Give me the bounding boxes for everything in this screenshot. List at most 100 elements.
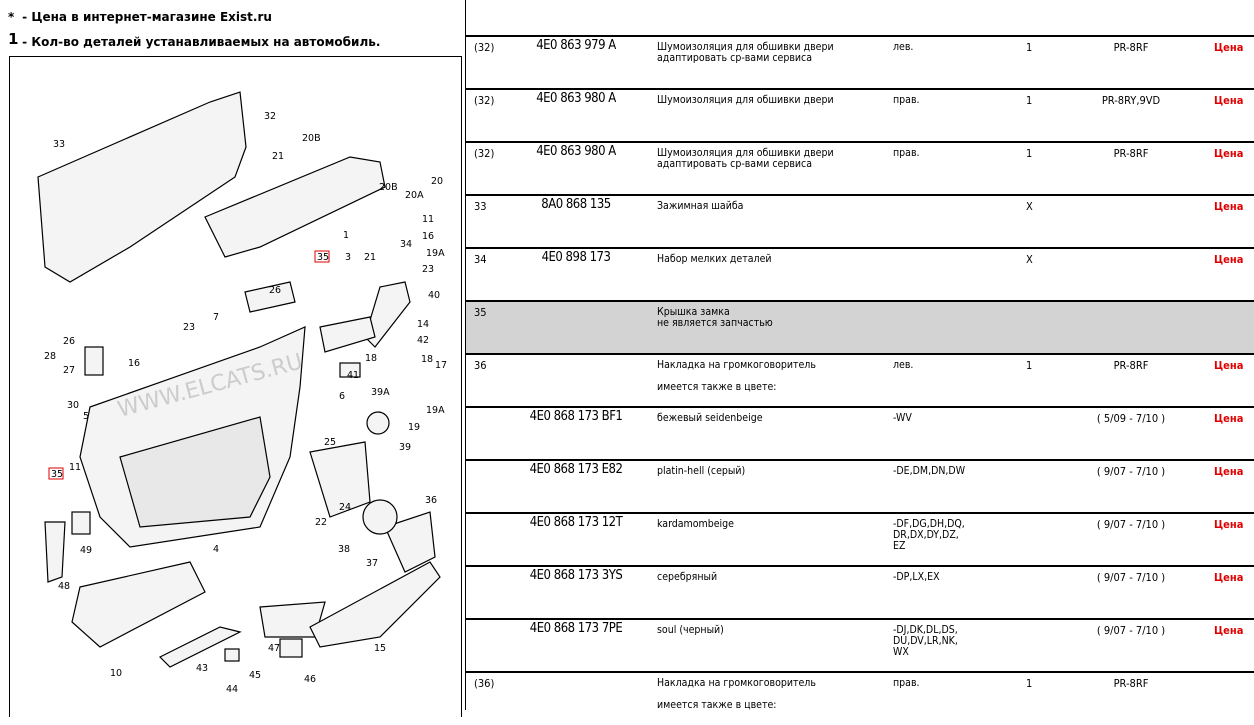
callout-label[interactable]: 14 bbox=[417, 319, 429, 330]
callout-label[interactable]: 21 bbox=[364, 252, 376, 263]
callout-label[interactable]: 11 bbox=[69, 462, 81, 473]
part-number[interactable]: 4E0 863 980 A bbox=[536, 91, 616, 106]
callout-label[interactable]: 42 bbox=[417, 335, 429, 346]
callout-label[interactable]: 36 bbox=[425, 495, 437, 506]
callout-label[interactable]: 30 bbox=[67, 400, 79, 411]
callout-label[interactable]: 27 bbox=[63, 365, 75, 376]
callout-label[interactable]: 20B bbox=[302, 133, 321, 144]
callout-label[interactable]: 19 bbox=[408, 422, 420, 433]
part-number[interactable]: 4E0 898 173 bbox=[541, 250, 611, 265]
part-number[interactable]: 4E0 868 173 7PE bbox=[529, 621, 623, 636]
pr-code: PR-8RY,9VD bbox=[1101, 94, 1161, 107]
legend-text: - Кол-во деталей устанавливаемых на авто… bbox=[18, 35, 381, 49]
callout-label[interactable]: 47 bbox=[268, 643, 280, 654]
callout-label[interactable]: 45 bbox=[249, 670, 261, 681]
callout-label[interactable]: 11 bbox=[422, 214, 434, 225]
callout-label[interactable]: 28 bbox=[44, 351, 56, 362]
part-number[interactable]: 4E0 863 979 A bbox=[536, 38, 616, 53]
callout-label[interactable]: 49 bbox=[80, 545, 92, 556]
price-link[interactable]: Цена bbox=[1214, 412, 1244, 425]
callout-label[interactable]: 40 bbox=[428, 290, 440, 301]
ref-number: 33 bbox=[474, 200, 487, 213]
callout-label[interactable]: 23 bbox=[422, 264, 434, 275]
callout-label[interactable]: 6 bbox=[339, 391, 345, 402]
callout-label[interactable]: 5 bbox=[83, 411, 89, 422]
side-or-codes: прав. bbox=[893, 147, 920, 159]
callout-label[interactable]: 46 bbox=[304, 674, 316, 685]
callout-label[interactable]: 26 bbox=[269, 285, 281, 296]
price-link[interactable]: Цена bbox=[1214, 518, 1244, 531]
pr-code: ( 5/09 - 7/10 ) bbox=[1096, 412, 1166, 425]
part-number[interactable]: 4E0 868 173 3YS bbox=[529, 568, 623, 583]
callout-label[interactable]: 33 bbox=[53, 139, 65, 150]
callout-label[interactable]: 39 bbox=[399, 442, 411, 453]
callout-label[interactable]: 21 bbox=[272, 151, 284, 162]
callout-label[interactable]: 7 bbox=[213, 312, 219, 323]
callout-label[interactable]: 37 bbox=[366, 558, 378, 569]
callout-label[interactable]: 19A bbox=[426, 405, 445, 416]
callout-label[interactable]: 41 bbox=[347, 370, 359, 381]
callout-label[interactable]: 16 bbox=[422, 231, 434, 242]
callout-label[interactable]: 20A bbox=[405, 190, 424, 201]
callout-label[interactable]: 32 bbox=[264, 111, 276, 122]
part-number[interactable]: 4E0 868 173 12T bbox=[529, 515, 623, 530]
ref-number: (36) bbox=[474, 677, 495, 690]
callout-label[interactable]: 39A bbox=[371, 387, 390, 398]
price-link[interactable]: Цена bbox=[1214, 571, 1244, 584]
callout-label[interactable]: 34 bbox=[400, 239, 412, 250]
part-number[interactable]: 4E0 863 980 A bbox=[536, 144, 616, 159]
description: Накладка на громкоговоритель имеется так… bbox=[657, 677, 816, 711]
callout-label[interactable]: 38 bbox=[338, 544, 350, 555]
legend-mark: 1 bbox=[8, 30, 19, 48]
callout-label[interactable]: 15 bbox=[374, 643, 386, 654]
price-link[interactable]: Цена bbox=[1214, 359, 1244, 372]
callout-label[interactable]: 4 bbox=[213, 544, 219, 555]
part-number[interactable]: 8A0 868 135 bbox=[541, 197, 611, 212]
callout-label[interactable]: 1 bbox=[343, 230, 349, 241]
legend-text: - Цена в интернет-магазине Exist.ru bbox=[18, 10, 272, 24]
price-link[interactable]: Цена bbox=[1214, 624, 1244, 637]
callout-label[interactable]: 19A bbox=[426, 248, 445, 259]
callout-label[interactable]: 20 bbox=[431, 176, 443, 187]
price-link[interactable]: Цена bbox=[1214, 147, 1244, 160]
callout-label[interactable]: 10 bbox=[110, 668, 122, 679]
part-number[interactable]: 4E0 868 173 E82 bbox=[529, 462, 623, 477]
callout-label[interactable]: 43 bbox=[196, 663, 208, 674]
description: Шумоизоляция для обшивки двери bbox=[657, 94, 834, 106]
price-link[interactable]: Цена bbox=[1214, 41, 1244, 54]
callout-label[interactable]: 35 bbox=[51, 469, 63, 480]
price-link[interactable]: Цена bbox=[1214, 94, 1244, 107]
callout-label[interactable]: 35 bbox=[317, 252, 329, 263]
callout-label[interactable]: 23 bbox=[183, 322, 195, 333]
table-row[interactable]: (36) Накладка на громкоговоритель имеется… bbox=[466, 671, 1254, 725]
part-number[interactable]: 4E0 868 173 BF1 bbox=[529, 409, 623, 424]
callout-label[interactable]: 25 bbox=[324, 437, 336, 448]
callout-label[interactable]: 26 bbox=[63, 336, 75, 347]
price-link[interactable]: Цена bbox=[1214, 253, 1244, 266]
price-link[interactable]: Цена bbox=[1214, 465, 1244, 478]
callout-label[interactable]: 17 bbox=[435, 360, 447, 371]
price-link[interactable]: Цена bbox=[1214, 200, 1244, 213]
callout-label[interactable]: 22 bbox=[315, 517, 327, 528]
callout-label[interactable]: 16 bbox=[128, 358, 140, 369]
callout-label[interactable]: 48 bbox=[58, 581, 70, 592]
callout-label[interactable]: 3 bbox=[345, 252, 351, 263]
callout-label[interactable]: 18 bbox=[365, 353, 377, 364]
callout-label[interactable]: 18 bbox=[421, 354, 433, 365]
callout-label[interactable]: 24 bbox=[339, 502, 351, 513]
callout-label[interactable]: 20B bbox=[379, 182, 398, 193]
callout-label[interactable]: 44 bbox=[226, 684, 238, 695]
